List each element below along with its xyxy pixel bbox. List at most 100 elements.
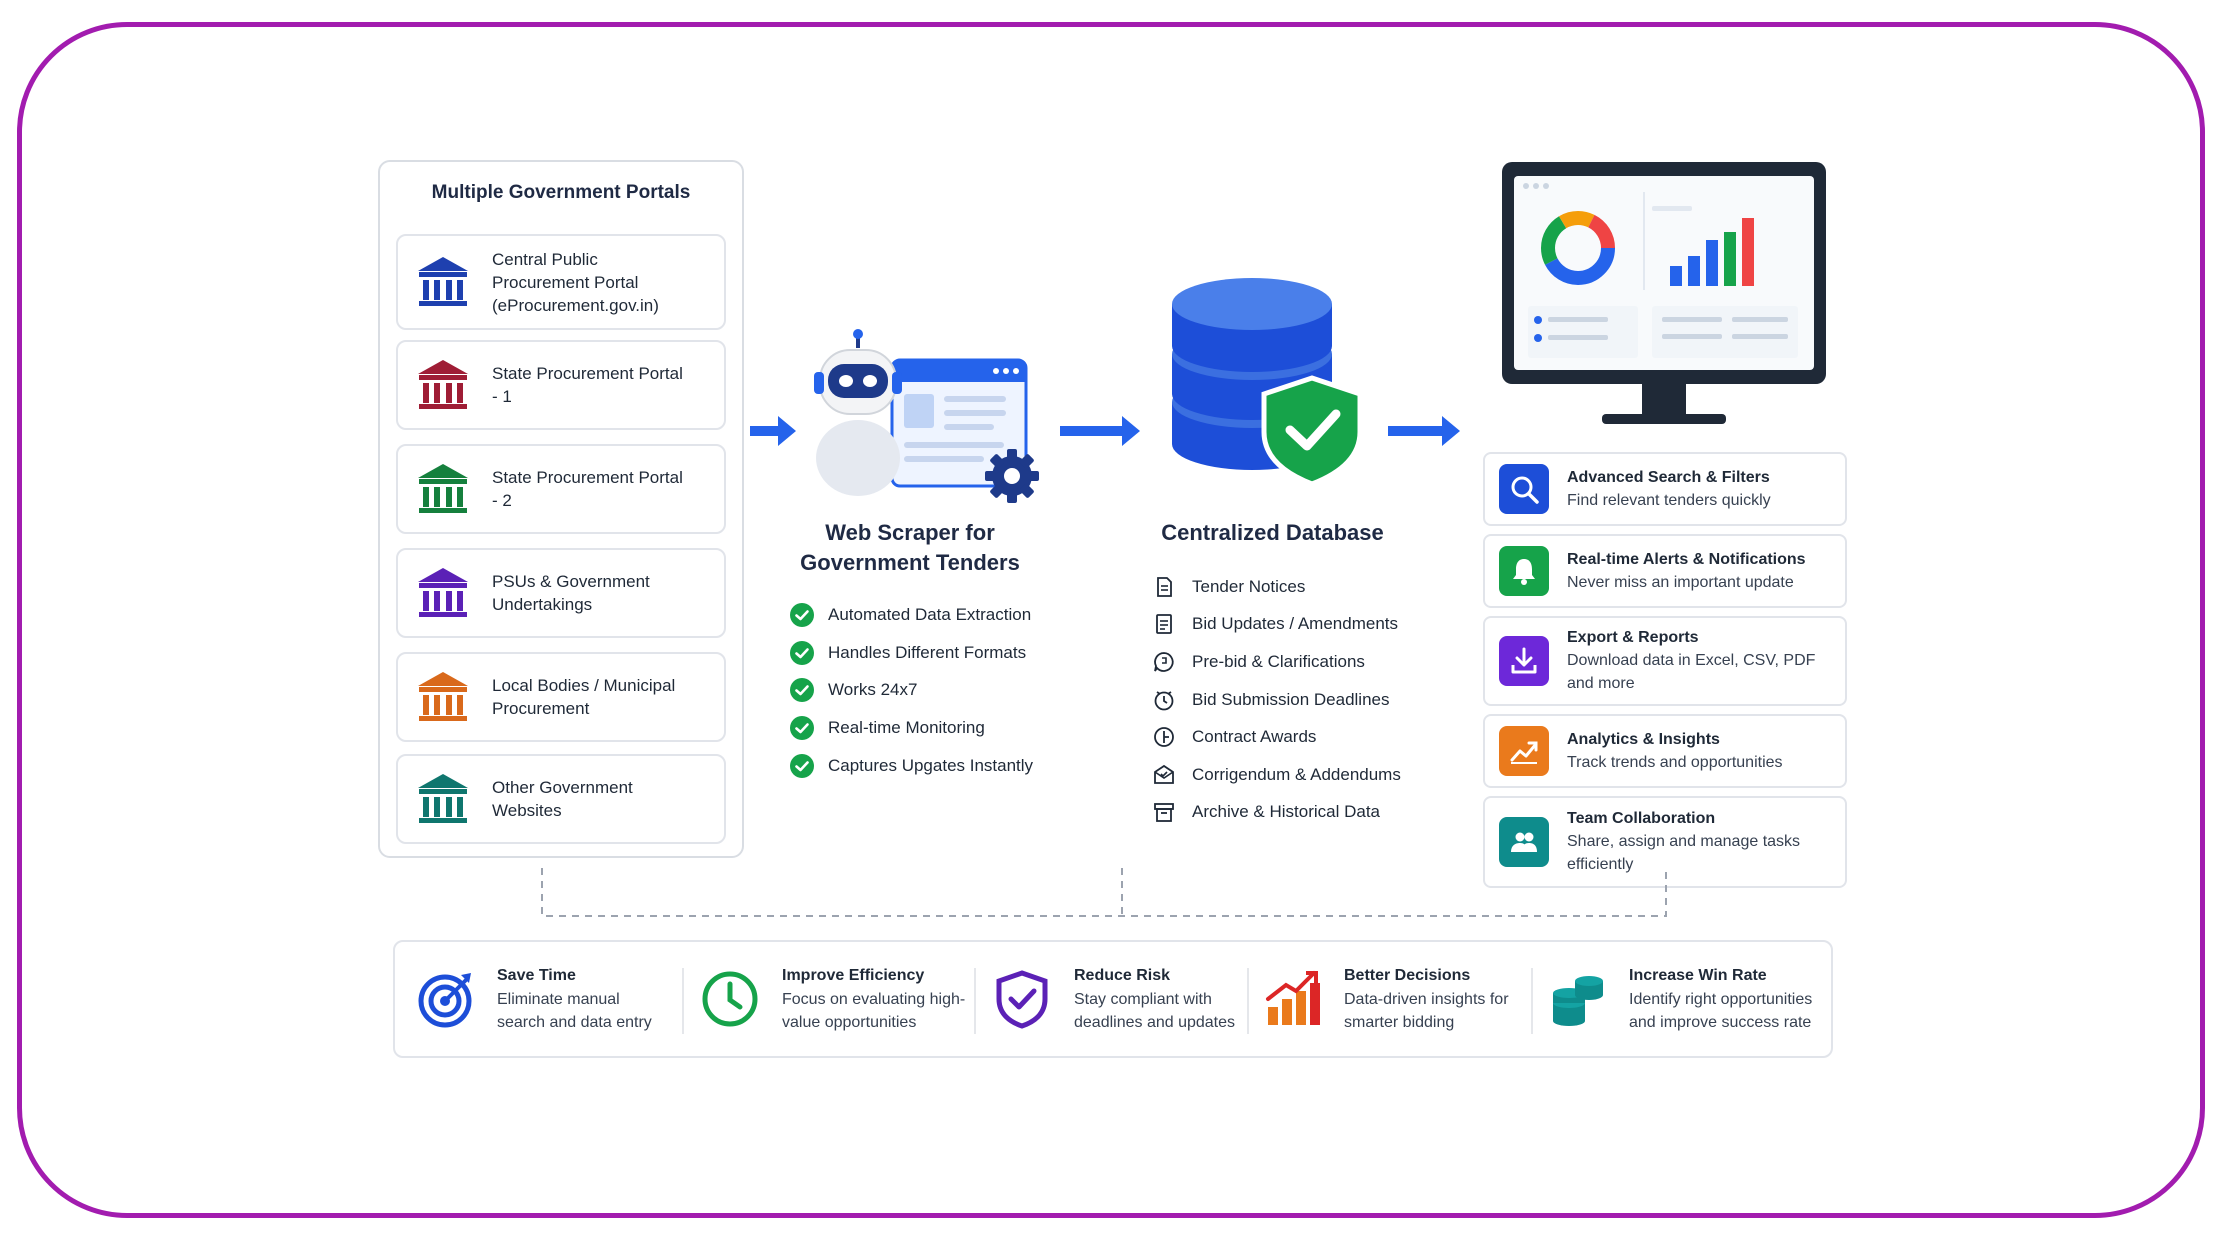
document-icon (1152, 575, 1176, 599)
output-feature-title: Export & Reports (1567, 629, 1699, 646)
scraper-feature-item: Captures Upgates Instantly (790, 747, 1033, 785)
database-item-list: Tender Notices Bid Updates / Amendments … (1152, 568, 1401, 831)
scraper-feature-item: Automated Data Extraction (790, 596, 1033, 634)
flow-arrow-portals-to-scraper (750, 416, 796, 446)
portal-label: Central Public Procurement Portal (eProc… (492, 249, 659, 315)
database-shield-icon (1172, 278, 1363, 487)
outer-frame (17, 22, 2205, 1218)
database-item: Bid Updates / Amendments (1152, 606, 1401, 644)
portal-label: Other Government Websites (492, 778, 633, 820)
monitor-dashboard-icon (1502, 162, 1826, 424)
output-feature-desc: Download data in Excel, CSV, PDF and mor… (1567, 652, 1816, 692)
output-feature-title: Analytics & Insights (1567, 730, 1720, 748)
database-item: Tender Notices (1152, 568, 1401, 606)
dashed-connector (541, 868, 1667, 917)
output-feature-title: Advanced Search & Filters (1567, 468, 1770, 486)
check-icon (790, 640, 814, 665)
benefit-desc: Data-driven insights for smarter bidding (1344, 991, 1509, 1031)
portal-card: Local Bodies / Municipal Procurement (396, 652, 726, 742)
portal-label: State Procurement Portal - 1 (492, 364, 683, 406)
scraper-title: Web Scraper for Government Tenders (800, 520, 1020, 575)
scraper-feature-label: Works 24x7 (828, 680, 918, 700)
output-feature-card: Analytics & Insights Track trends and op… (1483, 714, 1847, 788)
benefit-title: Save Time (497, 967, 576, 984)
portal-card: Central Public Procurement Portal (eProc… (396, 234, 726, 330)
government-building-icon (414, 770, 472, 828)
benefit-divider (1247, 968, 1249, 1034)
database-item-label: Archive & Historical Data (1192, 802, 1381, 822)
award-icon (1152, 725, 1176, 749)
portals-panel: Multiple Government Portals Central Publ… (378, 160, 744, 858)
team-icon (1499, 817, 1549, 867)
portals-title: Multiple Government Portals (431, 182, 691, 203)
chat-bubble-icon (1152, 650, 1176, 674)
government-building-icon (414, 564, 472, 622)
portal-card: State Procurement Portal - 2 (396, 444, 726, 534)
output-feature-card: Advanced Search & Filters Find relevant … (1483, 452, 1847, 526)
scraper-feature-label: Captures Upgates Instantly (828, 756, 1034, 776)
database-item: Pre-bid & Clarifications (1152, 643, 1401, 681)
government-building-icon (414, 668, 472, 726)
portal-label: Local Bodies / Municipal Procurement (492, 676, 676, 718)
benefit-item: Increase Win Rate Identify right opportu… (1547, 942, 1829, 1056)
benefit-divider (682, 968, 684, 1034)
clock-icon (700, 969, 760, 1029)
output-feature-card: Real-time Alerts & Notifications Never m… (1483, 534, 1847, 608)
database-item: Corrigendum & Addendums (1152, 756, 1401, 794)
benefit-title: Increase Win Rate (1629, 967, 1767, 984)
check-icon (790, 678, 814, 703)
target-icon (415, 969, 475, 1029)
coin-stack-icon (1547, 969, 1607, 1029)
benefit-divider (1531, 968, 1533, 1034)
output-feature-desc: Never miss an important update (1567, 573, 1794, 591)
government-building-icon (414, 460, 472, 518)
benefit-title: Reduce Risk (1074, 967, 1171, 984)
bar-growth-icon (1262, 969, 1322, 1029)
output-feature-desc: Share, assign and manage tasks efficient… (1567, 833, 1801, 873)
search-icon (1499, 464, 1549, 514)
trend-chart-icon (1499, 726, 1549, 776)
benefit-item: Reduce Risk Stay compliant with deadline… (992, 942, 1254, 1056)
database-item-label: Bid Updates / Amendments (1192, 614, 1399, 634)
database-item-label: Corrigendum & Addendums (1192, 764, 1401, 784)
scraper-feature-item: Real-time Monitoring (790, 709, 1033, 747)
portal-card: State Procurement Portal - 1 (396, 340, 726, 430)
database-item: Contract Awards (1152, 718, 1401, 756)
benefit-desc: Eliminate manual search and data entry (497, 991, 652, 1031)
envelope-icon (1152, 763, 1176, 787)
benefit-item: Save Time Eliminate manual search and da… (415, 942, 667, 1056)
database-item-label: Tender Notices (1192, 576, 1306, 596)
database-title: Centralized Database (1161, 520, 1384, 545)
scraper-feature-label: Real-time Monitoring (828, 718, 985, 738)
output-feature-title: Real-time Alerts & Notifications (1567, 550, 1806, 568)
check-icon (790, 754, 814, 779)
database-item-label: Bid Submission Deadlines (1192, 689, 1390, 709)
database-item-label: Pre-bid & Clarifications (1192, 651, 1365, 671)
archive-icon (1152, 800, 1176, 824)
scraper-feature-item: Works 24x7 (790, 672, 1033, 710)
scraper-feature-label: Automated Data Extraction (828, 604, 1032, 624)
government-building-icon (414, 356, 472, 414)
bell-icon (1499, 546, 1549, 596)
portal-card: Other Government Websites (396, 754, 726, 844)
scraper-feature-label: Handles Different Formats (828, 642, 1027, 662)
robot-browser-gear-icon (814, 329, 1039, 503)
benefits-bar: Save Time Eliminate manual search and da… (393, 940, 1833, 1058)
check-icon (790, 602, 814, 627)
output-feature-card: Export & Reports Download data in Excel,… (1483, 616, 1847, 706)
output-feature-desc: Find relevant tenders quickly (1567, 491, 1771, 509)
benefit-title: Better Decisions (1344, 967, 1471, 984)
benefit-title: Improve Efficiency (782, 967, 925, 984)
benefit-item: Better Decisions Data-driven insights fo… (1262, 942, 1534, 1056)
flow-arrow-database-to-dashboard (1388, 416, 1460, 446)
output-feature-title: Team Collaboration (1567, 810, 1716, 827)
database-item-label: Contract Awards (1192, 727, 1317, 747)
clock-icon (1152, 688, 1176, 712)
scraper-feature-list: Automated Data Extraction Handles Differ… (790, 596, 1033, 785)
database-item: Archive & Historical Data (1152, 794, 1401, 832)
flow-arrow-scraper-to-database (1060, 416, 1140, 446)
output-feature-desc: Track trends and opportunities (1567, 753, 1783, 771)
scraper-feature-item: Handles Different Formats (790, 634, 1033, 672)
portal-card: PSUs & Government Undertakings (396, 548, 726, 638)
benefit-desc: Focus on evaluating high-value opportuni… (782, 991, 966, 1031)
